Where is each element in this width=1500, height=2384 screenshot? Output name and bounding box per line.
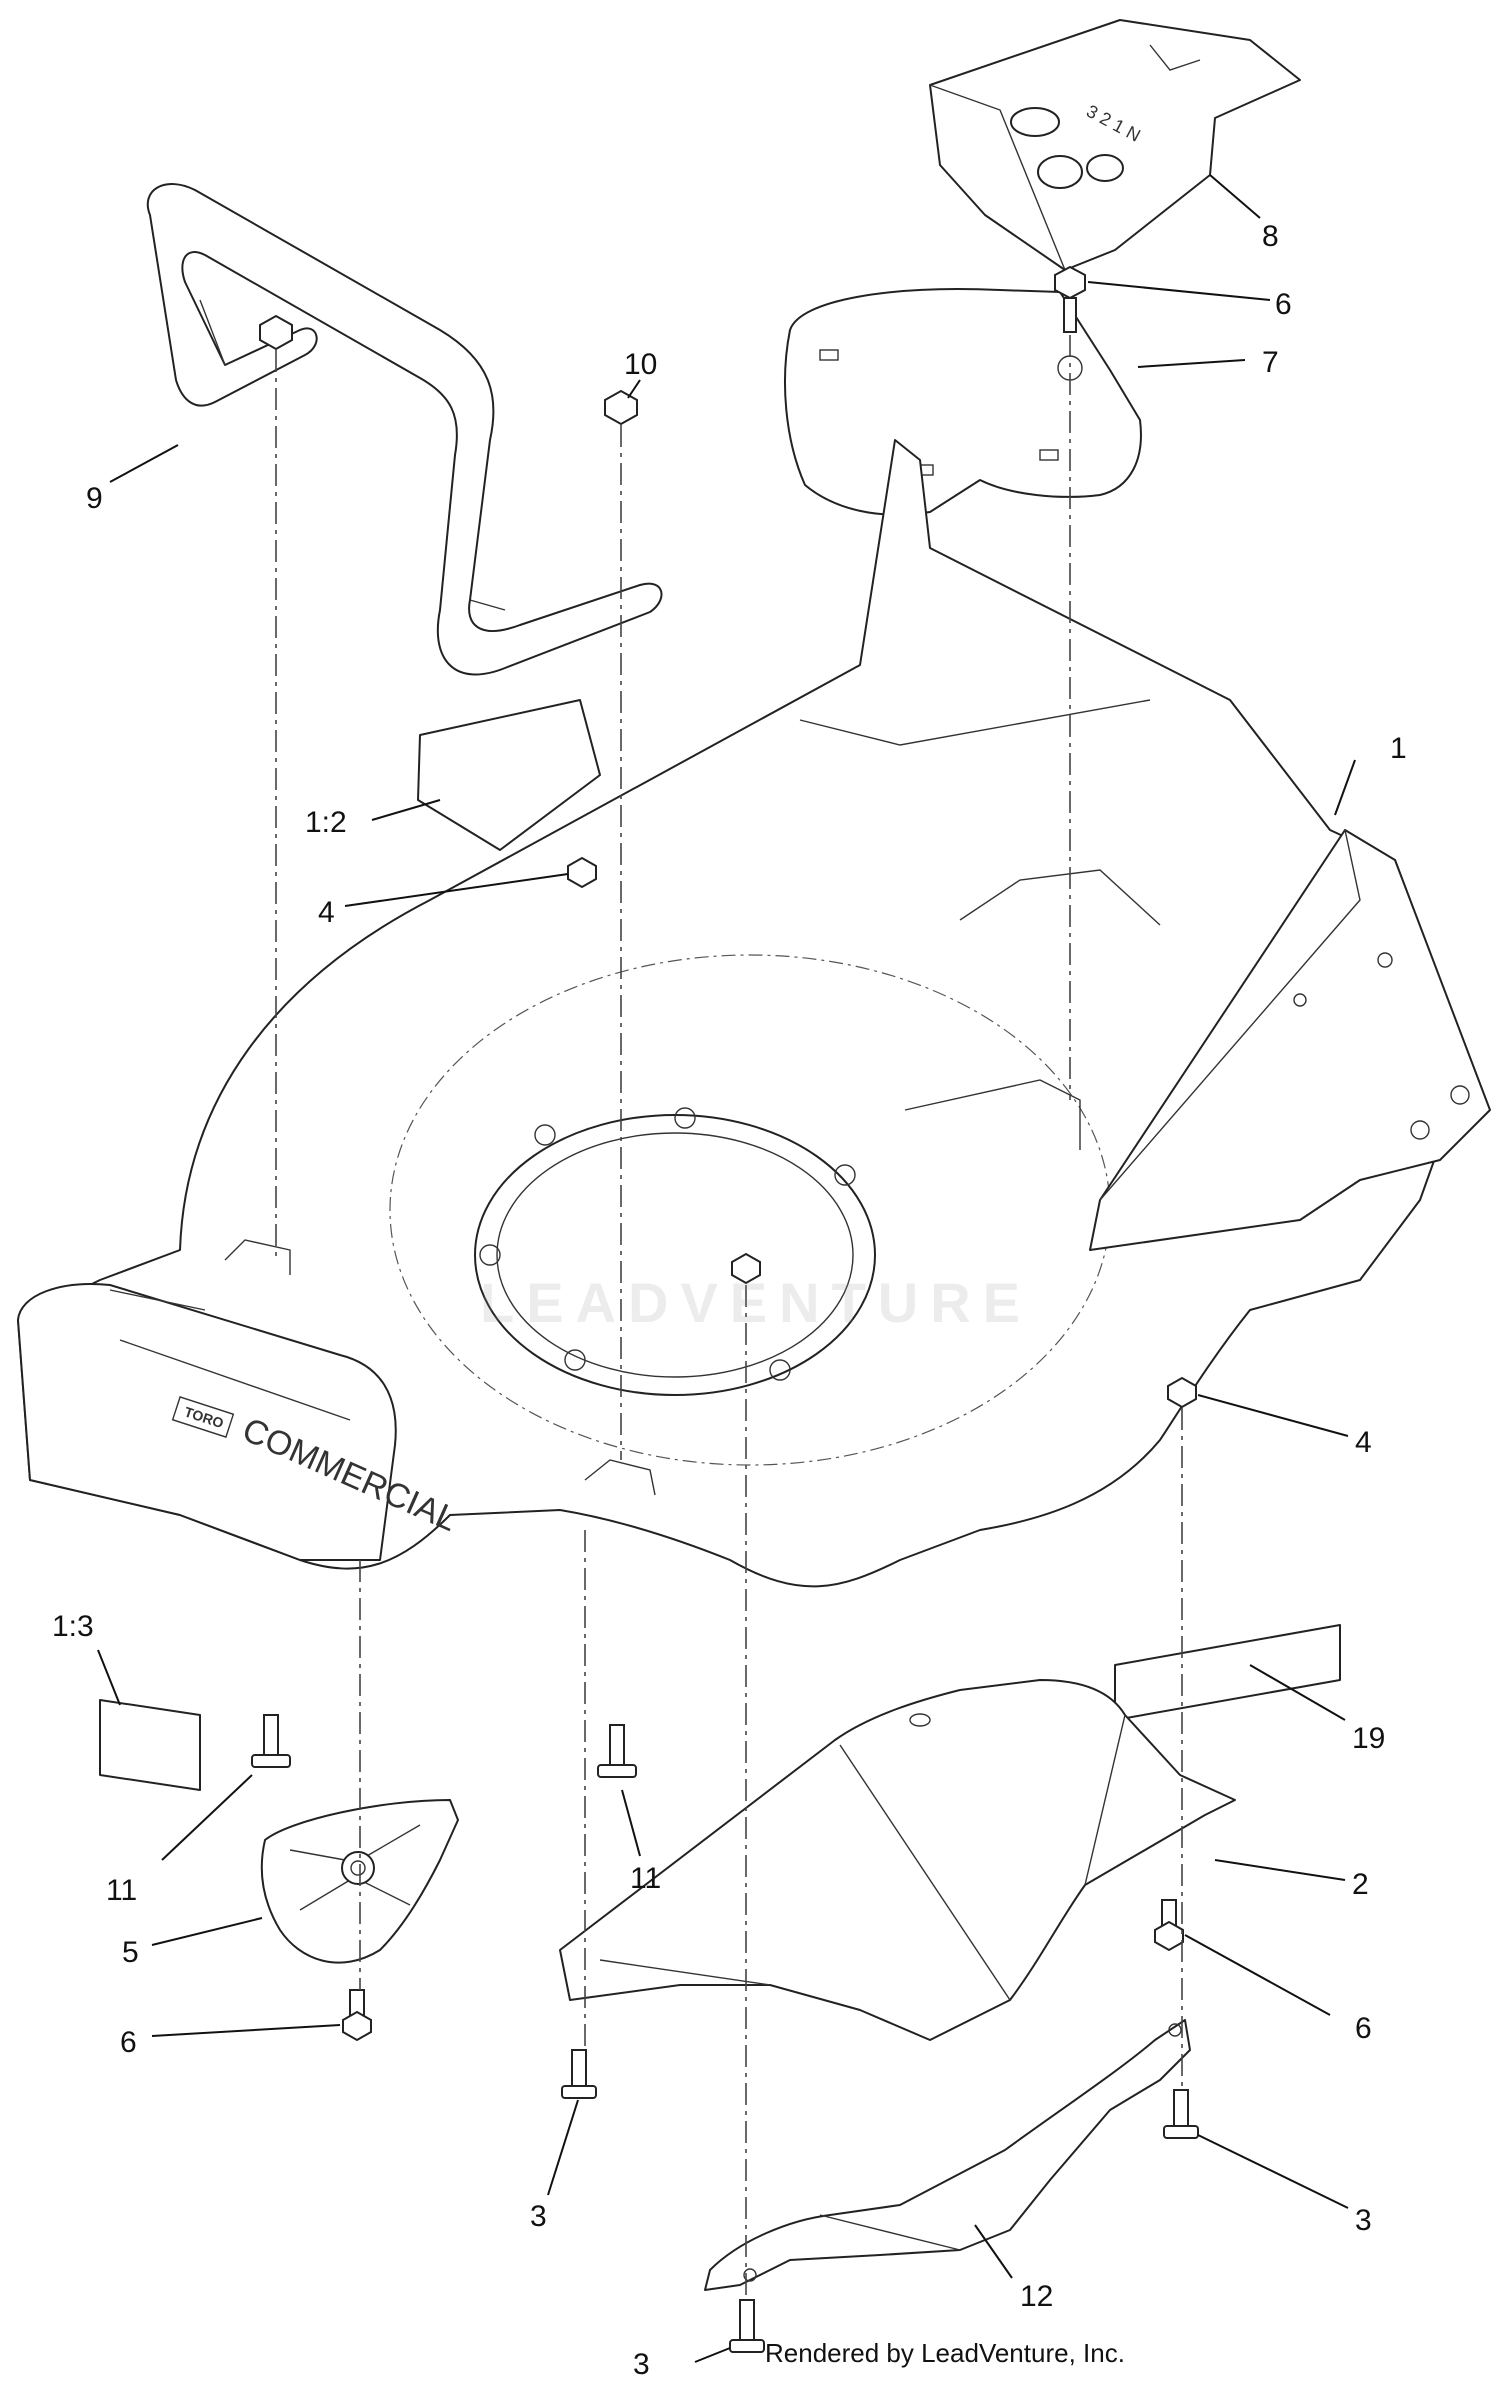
callout-10: 10	[624, 348, 657, 381]
part-1-3-decal	[99, 1699, 201, 1791]
fastener-nuts	[259, 314, 1197, 1409]
callout-5: 5	[122, 1936, 139, 1969]
credit-text: Rendered by LeadVenture, Inc.	[765, 2338, 1125, 2368]
nut-center	[731, 1252, 761, 1285]
nut-4b	[1167, 1376, 1197, 1409]
bolt-11a	[251, 1714, 291, 1768]
fastener-bolts	[251, 265, 1199, 2353]
callout-6b: 6	[120, 2026, 137, 2059]
callout-4a: 4	[318, 896, 335, 929]
callout-3b: 3	[1355, 2204, 1372, 2237]
callout-11a: 11	[106, 1874, 137, 1907]
watermark: LEADVENTURE	[480, 1271, 1033, 1334]
part-7-control-cover	[784, 288, 1142, 516]
bolt-6c	[1154, 1899, 1184, 1952]
part-19-decal	[1114, 1624, 1341, 1721]
part-1-2-decal	[417, 699, 601, 851]
bolt-3b	[1163, 2089, 1199, 2139]
callout-labels: 1 1:2 1:3 2 3 3 3 4 4 5 6 6 6 7 8 9 10 1…	[52, 220, 1407, 2381]
callout-3c: 3	[633, 2348, 650, 2381]
callout-8: 8	[1262, 220, 1279, 253]
part-12-blade	[704, 2019, 1191, 2291]
leader-lines	[97, 174, 1356, 2363]
callout-1: 1	[1390, 732, 1407, 765]
callout-4b: 4	[1355, 1426, 1372, 1459]
callout-9: 9	[86, 482, 103, 515]
callout-2: 2	[1352, 1868, 1369, 1901]
part-1-deck-housing: TORO COMMERCIAL	[17, 439, 1491, 1588]
callout-11b: 11	[630, 1862, 661, 1895]
callout-19: 19	[1352, 1722, 1385, 1755]
nut-9	[259, 314, 293, 351]
bolt-11b	[597, 1724, 637, 1778]
callout-6c: 6	[1355, 2012, 1372, 2045]
bolt-3a	[561, 2049, 597, 2099]
callout-6a: 6	[1275, 288, 1292, 321]
part-9-handle-bar	[146, 183, 663, 676]
callout-1-3: 1:3	[52, 1610, 94, 1643]
assembly-axis-lines	[275, 335, 1183, 2300]
bolt-6a	[1054, 265, 1086, 333]
callout-1-2: 1:2	[305, 806, 347, 839]
part-2-rear-baffle	[559, 1679, 1236, 2041]
bolt-3c	[729, 2299, 765, 2353]
callout-3a: 3	[530, 2200, 547, 2233]
callout-7: 7	[1262, 346, 1279, 379]
nut-4a	[567, 856, 597, 889]
callout-12: 12	[1020, 2280, 1053, 2313]
part-8-shroud-cover: 3 2 1 N	[929, 19, 1301, 271]
bolt-6b	[342, 1989, 372, 2042]
nut-10	[604, 389, 638, 426]
